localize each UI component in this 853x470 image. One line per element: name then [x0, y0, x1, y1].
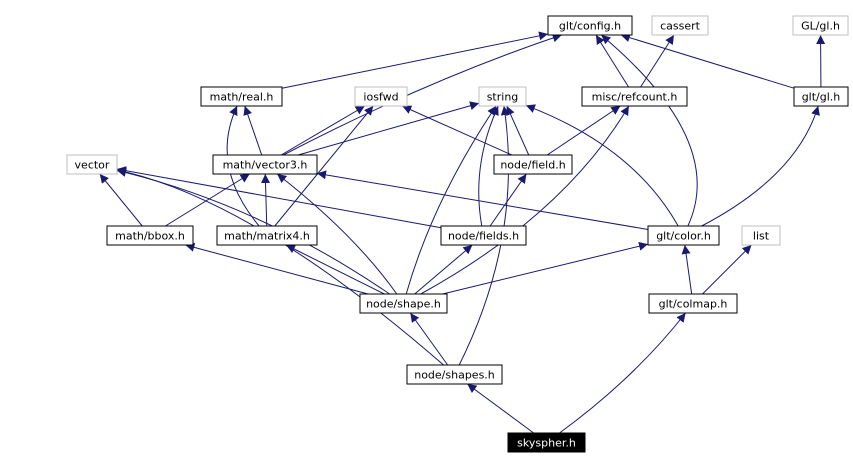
edge-math-vector3-h-to-iosfwd — [280, 105, 366, 156]
node-box-glt-color-h — [647, 225, 720, 246]
edge-math-vector3-h-to-glt-config-h — [283, 33, 562, 156]
node-label-skyspher-h: skyspher.h — [517, 437, 576, 450]
node-label-glt-config-h: glt/config.h — [559, 20, 621, 33]
node-math-vector3-h[interactable]: math/vector3.h — [212, 154, 318, 175]
edge-glt-color-h-to-math-vector3-h — [316, 170, 649, 230]
edge-node-shapes-h-to-node-shape-h — [409, 312, 449, 366]
node-skyspher-h[interactable]: skyspher.h — [507, 432, 586, 453]
node-box-glt-colmap-h — [648, 293, 738, 314]
node-glt-color-h[interactable]: glt/color.h — [647, 225, 720, 246]
node-box-string — [478, 86, 527, 107]
node-glt-gl-h[interactable]: glt/gl.h — [793, 86, 849, 107]
node-box-node-shape-h — [359, 293, 448, 314]
edge-node-shape-h-to-math-bbox-h — [185, 242, 369, 295]
node-label-cassert: cassert — [660, 20, 701, 33]
node-label-iosfwd: iosfwd — [363, 91, 398, 104]
edge-misc-refcount-h-to-glt-config-h — [595, 34, 629, 88]
node-label-math-bbox-h: math/bbox.h — [115, 230, 185, 243]
edge-math-matrix4-h-to-iosfwd — [274, 105, 374, 227]
edge-glt-colmap-h-to-list — [702, 244, 752, 295]
edge-node-field-h-to-string — [506, 105, 530, 156]
edge-node-shape-h-to-math-vector3-h — [276, 173, 398, 295]
node-box-math-bbox-h — [106, 225, 194, 246]
node-box-gl-gl-h — [792, 15, 849, 36]
node-label-vector: vector — [75, 159, 110, 172]
node-glt-colmap-h[interactable]: glt/colmap.h — [648, 293, 738, 314]
node-box-node-fields-h — [440, 225, 527, 246]
node-box-node-shapes-h — [406, 364, 503, 385]
edge-node-fields-h-to-node-field-h — [489, 173, 527, 227]
node-label-gl-gl-h: GL/gl.h — [801, 20, 840, 33]
node-label-misc-refcount-h: misc/refcount.h — [592, 91, 678, 104]
edge-math-matrix4-h-to-math-vector3-h — [261, 173, 271, 227]
edge-node-shape-h-to-node-fields-h — [414, 244, 473, 295]
edge-math-real-h-to-glt-config-h — [281, 31, 549, 89]
edge-glt-color-h-to-string — [525, 104, 679, 227]
node-label-list: list — [753, 230, 770, 243]
edge-node-shape-h-to-math-matrix4-h — [285, 244, 385, 295]
node-node-shape-h[interactable]: node/shape.h — [359, 293, 448, 314]
node-box-skyspher-h — [507, 432, 586, 453]
edge-skyspher-h-to-node-shapes-h — [467, 383, 534, 434]
node-box-node-field-h — [493, 154, 573, 175]
node-box-glt-gl-h — [793, 86, 849, 107]
node-vector: vector — [66, 154, 118, 175]
node-list: list — [741, 225, 781, 246]
node-node-field-h[interactable]: node/field.h — [493, 154, 573, 175]
node-label-math-vector3-h: math/vector3.h — [223, 159, 308, 172]
edge-skyspher-h-to-glt-colmap-h — [559, 312, 686, 434]
edge-glt-colmap-h-to-glt-color-h — [681, 244, 693, 295]
edge-glt-color-h-to-glt-config-h — [600, 34, 698, 227]
node-label-string: string — [487, 91, 519, 104]
node-label-glt-gl-h: glt/gl.h — [802, 91, 841, 104]
edge-math-bbox-h-to-math-vector3-h — [165, 173, 250, 227]
edge-node-field-h-to-misc-refcount-h — [546, 105, 621, 156]
node-box-math-real-h — [200, 86, 283, 107]
node-math-bbox-h[interactable]: math/bbox.h — [106, 225, 194, 246]
node-label-node-shape-h: node/shape.h — [366, 298, 441, 311]
node-box-iosfwd — [354, 86, 408, 107]
node-cassert: cassert — [651, 15, 709, 36]
node-math-matrix4-h[interactable]: math/matrix4.h — [216, 225, 318, 246]
node-gl-gl-h: GL/gl.h — [792, 15, 849, 36]
edge-node-shapes-h-to-vector — [116, 167, 444, 366]
node-string: string — [478, 86, 527, 107]
edge-math-vector3-h-to-string — [298, 101, 480, 156]
edge-glt-gl-h-to-glt-config-h — [620, 33, 795, 89]
edge-math-bbox-h-to-vector — [99, 173, 143, 227]
node-box-glt-config-h — [547, 15, 633, 36]
node-iosfwd: iosfwd — [354, 86, 408, 107]
edge-node-fields-h-to-vector — [116, 166, 442, 229]
node-box-misc-refcount-h — [581, 86, 688, 107]
node-label-math-matrix4-h: math/matrix4.h — [224, 230, 310, 243]
node-box-math-vector3-h — [212, 154, 318, 175]
node-glt-config-h[interactable]: glt/config.h — [547, 15, 633, 36]
node-label-math-real-h: math/real.h — [210, 91, 274, 104]
edge-math-vector3-h-to-math-real-h — [243, 105, 263, 156]
edge-node-field-h-to-iosfwd — [402, 105, 512, 156]
node-label-node-fields-h: node/fields.h — [448, 230, 519, 243]
node-label-node-field-h: node/field.h — [500, 159, 565, 172]
node-node-shapes-h[interactable]: node/shapes.h — [406, 364, 503, 385]
nodes: glt/config.h cassert GL/gl.h math/real.h ios… — [66, 15, 849, 453]
node-node-fields-h[interactable]: node/fields.h — [440, 225, 527, 246]
node-box-math-matrix4-h — [216, 225, 318, 246]
node-math-real-h[interactable]: math/real.h — [200, 86, 283, 107]
node-label-node-shapes-h: node/shapes.h — [414, 369, 495, 382]
node-label-glt-color-h: glt/color.h — [656, 230, 711, 243]
edge-misc-refcount-h-to-cassert — [640, 34, 675, 88]
edge-node-shape-h-to-string — [405, 105, 497, 295]
node-box-list — [741, 225, 781, 246]
edge-node-shape-h-to-glt-color-h — [442, 241, 649, 295]
edge-node-fields-h-to-string — [478, 105, 499, 227]
edge-node-shape-h-to-misc-refcount-h — [420, 105, 630, 295]
node-box-cassert — [651, 15, 709, 36]
node-label-glt-colmap-h: glt/colmap.h — [659, 298, 728, 311]
edge-glt-color-h-to-glt-gl-h — [701, 105, 820, 227]
node-box-vector — [66, 154, 118, 175]
node-misc-refcount-h[interactable]: misc/refcount.h — [581, 86, 688, 107]
